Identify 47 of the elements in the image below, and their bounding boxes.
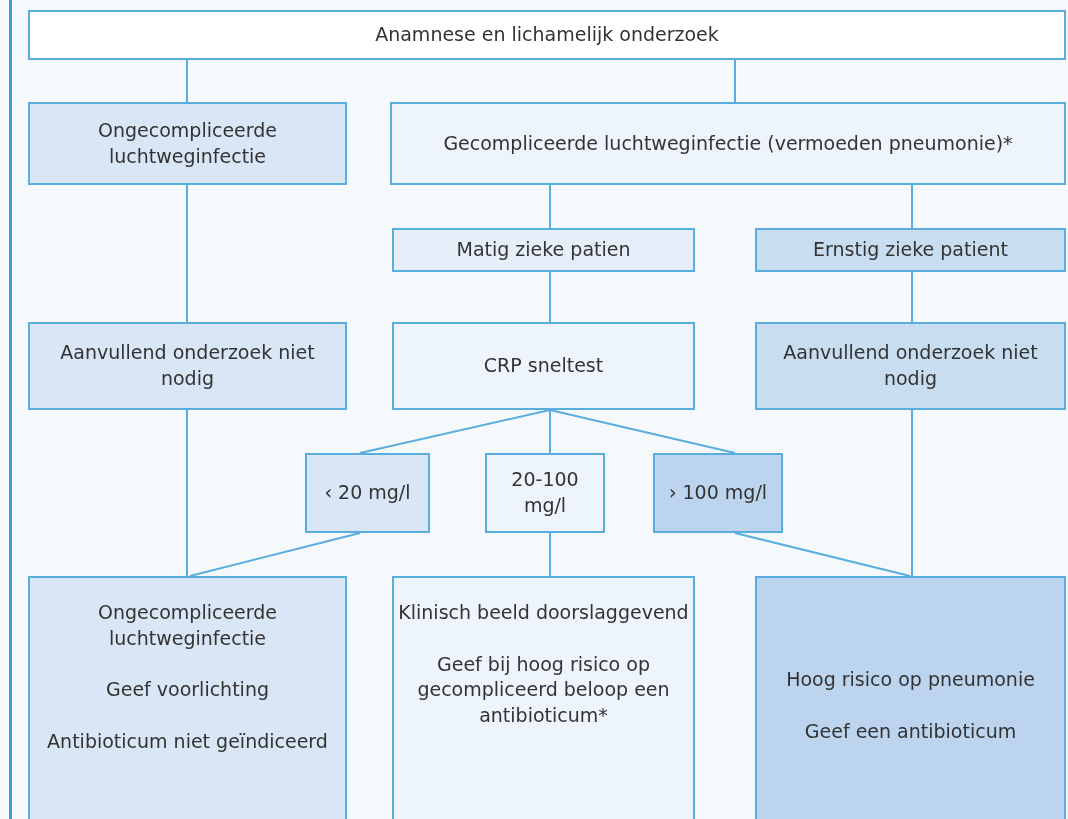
- connector-line: [549, 184, 551, 229]
- connector-line: [549, 271, 551, 323]
- connector-line: [734, 532, 911, 577]
- flow-box: [392, 228, 695, 272]
- connector-line: [734, 59, 736, 103]
- box-text: Klinisch beeld doorslaggevend: [398, 600, 689, 625]
- connector-line: [549, 409, 551, 454]
- connector-line: [189, 532, 361, 577]
- flow-box: [755, 322, 1066, 410]
- flow-box: [28, 322, 347, 410]
- connector-line: [186, 409, 188, 577]
- connector-line: [359, 409, 551, 454]
- box-text: Aanvullend onderzoek niet nodig: [59, 340, 316, 391]
- box-text: Geef bij hoog risico op gecompliceerd beloop een antibioticum*: [416, 651, 671, 728]
- box-text: Aanvullend onderzoek niet nodig: [782, 340, 1039, 391]
- flow-box: [392, 322, 695, 410]
- box-text: CRP sneltest: [483, 353, 604, 379]
- connector-line: [549, 409, 736, 454]
- box-text: ‹ 20 mg/l: [324, 480, 411, 506]
- flow-box: [653, 453, 783, 533]
- box-text: Gecompliceerde luchtweginfectie (vermoeden pneumonie)*: [443, 130, 1013, 156]
- box-text: Matig zieke patien: [456, 237, 631, 263]
- box-text: Anamnese en lichamelijk onderzoek: [375, 22, 719, 48]
- connector-line: [549, 532, 551, 577]
- connector-line: [911, 409, 913, 577]
- flow-box: [28, 102, 347, 185]
- flow-box: [392, 576, 695, 819]
- box-text: Geef voorlichting: [106, 677, 269, 703]
- connector-line: [911, 271, 913, 323]
- flow-box: [755, 228, 1066, 272]
- box-text: Hoog risico op pneumonie: [786, 667, 1035, 693]
- connector-line: [911, 184, 913, 229]
- flow-box: [28, 576, 347, 819]
- box-text: Antibioticum niet geïndiceerd: [47, 728, 328, 754]
- flow-box: [390, 102, 1066, 185]
- connector-line: [186, 59, 188, 103]
- box-text: 20-100 mg/l: [510, 467, 580, 518]
- connector-line: [186, 184, 188, 323]
- box-text: Ongecompliceerde luchtweginfectie: [97, 600, 278, 651]
- flow-box: [485, 453, 605, 533]
- flow-box: [28, 10, 1066, 60]
- box-text: Geef een antibioticum: [804, 719, 1017, 744]
- box-text: › 100 mg/l: [668, 480, 768, 506]
- flow-box: [755, 576, 1066, 819]
- box-text: Ongecompliceerde luchtweginfectie: [97, 117, 278, 169]
- flow-box: [305, 453, 430, 533]
- box-text: Ernstig zieke patient: [813, 237, 1008, 263]
